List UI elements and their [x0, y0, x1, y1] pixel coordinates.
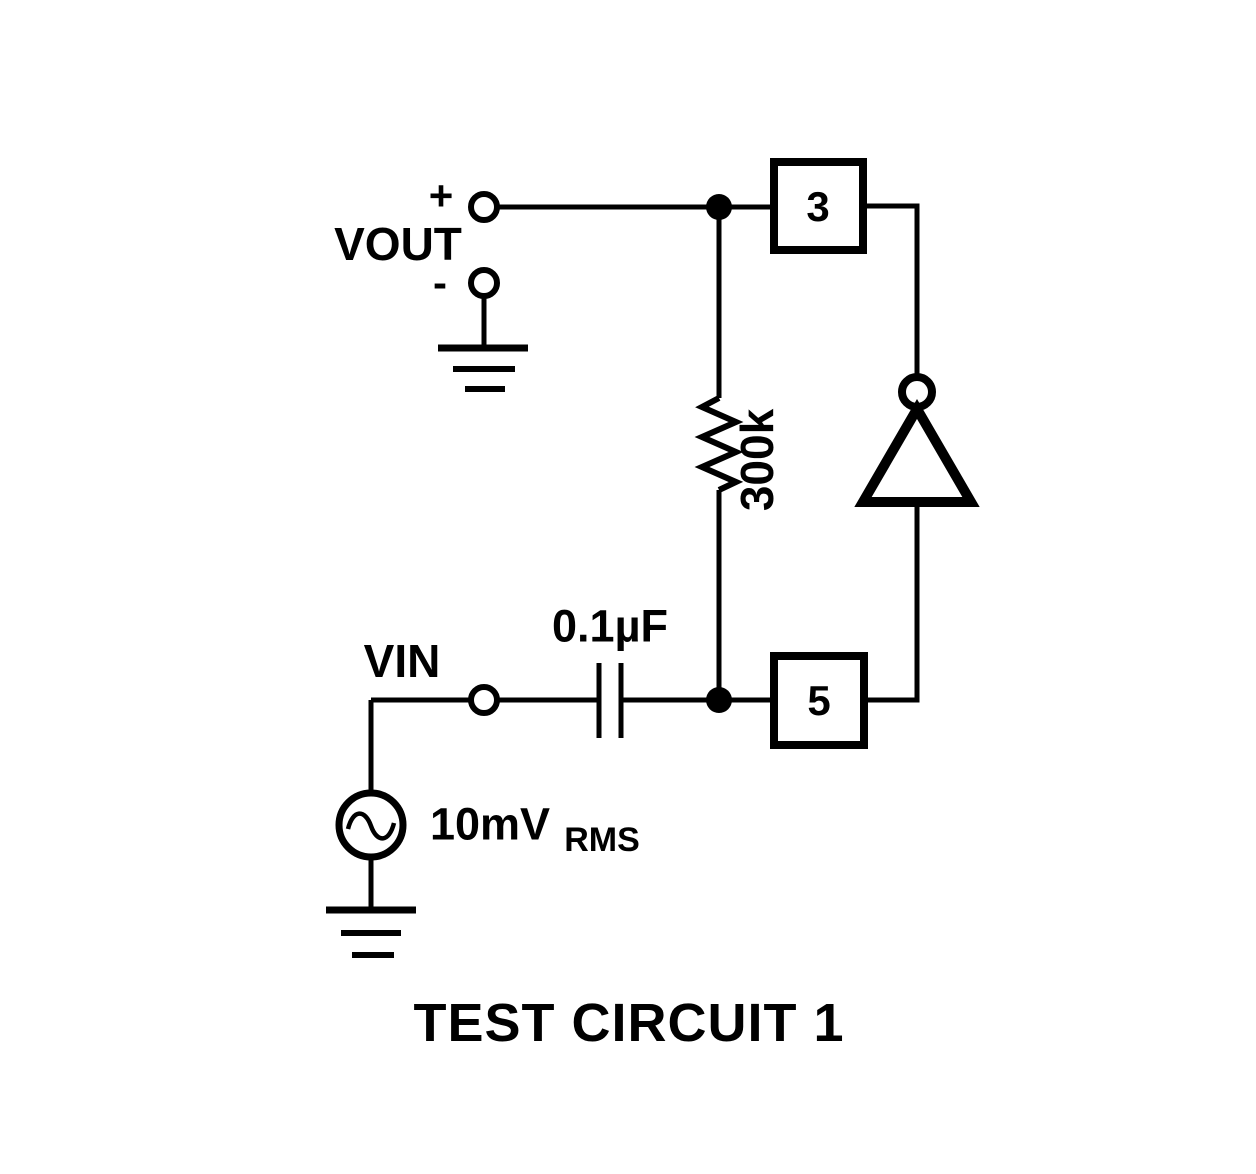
pin-5-label: 5 — [807, 677, 831, 724]
wire-transducer-to-pin5 — [864, 503, 920, 703]
ground-symbol-output — [438, 344, 528, 392]
vout-minus-sign-label: - — [433, 259, 447, 306]
source-value-label: 10mV — [429, 798, 551, 850]
ac-source-symbol — [335, 789, 407, 861]
resistor-value-label: 300k — [731, 408, 783, 512]
vin-terminal — [468, 684, 500, 716]
source-value-subscript-label: RMS — [564, 821, 640, 859]
resistor-symbol — [694, 395, 744, 493]
vout-plus-sign-label: + — [428, 172, 454, 219]
capacitor-value-label: 0.1µF — [552, 600, 668, 652]
junction-dot-top — [706, 194, 732, 220]
capacitor-symbol — [596, 663, 624, 738]
ground-symbol-source — [326, 906, 416, 958]
pin-3-box — [770, 158, 867, 254]
vout-label: VOUT — [334, 218, 462, 270]
vin-label: VIN — [363, 635, 441, 687]
transducer-symbol — [854, 373, 980, 507]
pin-3-label: 3 — [806, 183, 830, 230]
wire-pin3-to-transducer — [863, 203, 920, 376]
diagram-title: TEST CIRCUIT 1 — [413, 993, 845, 1053]
vout-plus-terminal — [468, 191, 500, 223]
vout-minus-terminal — [468, 267, 500, 299]
